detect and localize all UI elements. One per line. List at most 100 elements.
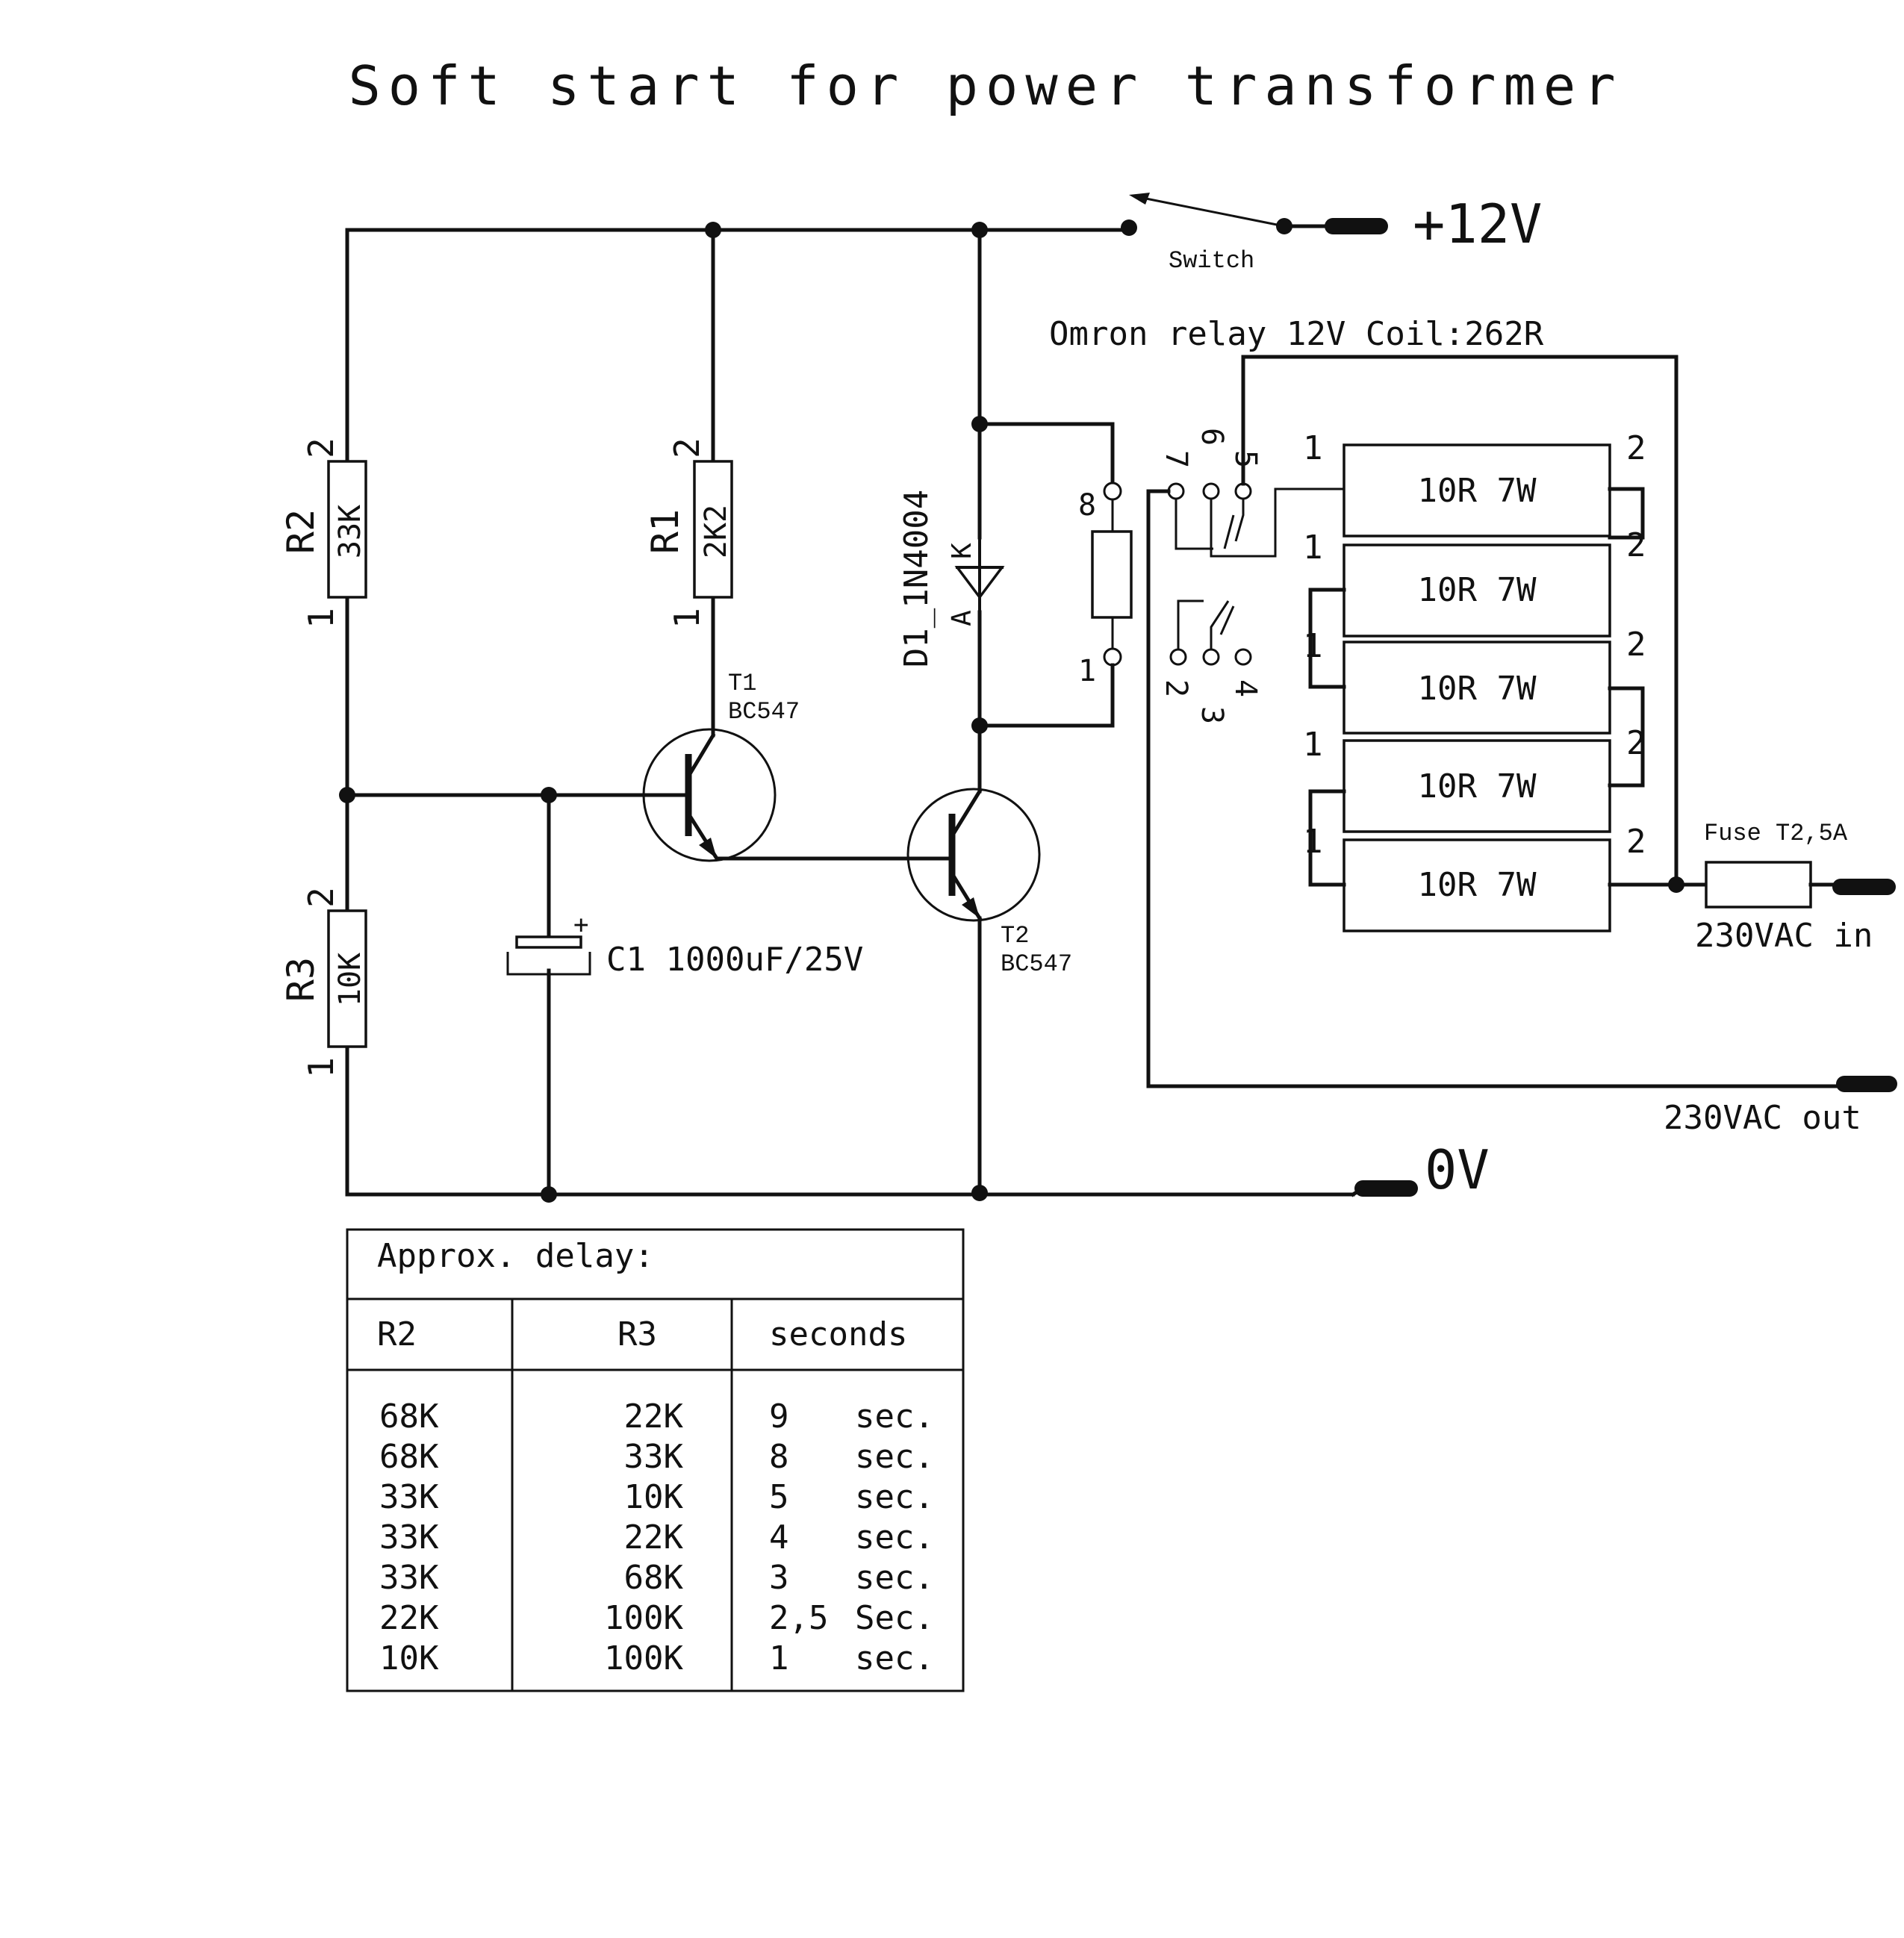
relay-pin7: 7 [1159, 450, 1193, 468]
power-resistor-5-value: 10R 7W [1418, 866, 1537, 904]
diode-anode-label: A [947, 610, 977, 626]
delay-table-cell: 4 [769, 1518, 789, 1557]
delay-table-cell: 22K [624, 1398, 684, 1436]
r3-value: 10K [333, 953, 367, 1006]
power-resistor-2-value: 10R 7W [1418, 571, 1537, 609]
t1-ref: T1 [728, 670, 756, 697]
delay-table-cell: 8 [769, 1438, 789, 1476]
delay-table-cell: 2,5 [769, 1599, 828, 1637]
delay-table-cell: 100K [604, 1639, 683, 1677]
r3-pin2: 2 [301, 887, 341, 908]
delay-table-cell: 68K [624, 1559, 684, 1597]
relay-contacts: 7 6 5 2 3 4 [1146, 355, 1847, 1088]
delay-table-cell: sec. [855, 1478, 934, 1516]
pr1-pin2: 2 [1626, 429, 1646, 467]
r3-ref: R3 [279, 957, 323, 1002]
resistor-r1: 2K2 R1 2 1 [644, 437, 733, 629]
t1-type: BC547 [728, 698, 800, 726]
relay-label: Omron relay 12V Coil:262R [1049, 315, 1544, 353]
r1-ref: R1 [644, 509, 687, 554]
supply-ground-label: 0V [1425, 1138, 1490, 1201]
pr2-pin1: 1 [1303, 529, 1323, 567]
delay-table-cell: sec. [855, 1639, 934, 1677]
relay-pin4: 4 [1228, 679, 1263, 697]
r3-pin1: 1 [301, 1057, 341, 1078]
relay-pin5: 5 [1228, 450, 1263, 468]
relay-pin8: 8 [1078, 488, 1096, 523]
delay-table-cell: Sec. [855, 1599, 934, 1637]
pr1-pin1: 1 [1303, 429, 1323, 467]
relay-coil: 8 1 [977, 422, 1133, 728]
pr4-pin1: 1 [1303, 726, 1323, 764]
power-resistor-1-value: 10R 7W [1418, 472, 1537, 510]
relay-pin2: 2 [1159, 679, 1193, 697]
fuse: Fuse T2,5A [1704, 820, 1848, 909]
fuse-label: Fuse T2,5A [1704, 820, 1848, 847]
pr5-pin1: 1 [1303, 823, 1323, 861]
delay-table-header-seconds: seconds [769, 1315, 907, 1353]
c1-polarity: + [573, 910, 588, 940]
delay-table-cell: 68K [379, 1438, 439, 1476]
pr5-pin2: 2 [1626, 823, 1646, 861]
r2-ref: R2 [279, 509, 323, 554]
delay-table-header-r3: R3 [617, 1315, 657, 1353]
delay-table-cell: 10K [379, 1639, 439, 1677]
delay-table-cell: 3 [769, 1559, 789, 1597]
delay-table-cell: 68K [379, 1398, 439, 1436]
power-resistor-4-value: 10R 7W [1418, 767, 1537, 806]
power-resistor-4 [1343, 739, 1611, 833]
delay-table-title: Approx. delay: [377, 1237, 654, 1275]
delay-table-cell: sec. [855, 1518, 934, 1557]
ac-out-label: 230VAC out [1664, 1099, 1861, 1137]
c1-label: C1 1000uF/25V [606, 941, 863, 979]
r1-pin1: 1 [667, 608, 707, 629]
diode-d1: K A D1_1N4004 [897, 490, 1005, 667]
pr3-pin2: 2 [1626, 626, 1646, 664]
power-resistor-bank: 10R 7W 10R 7W 10R 7W 10R 7W 10R 7W 1 2 1… [1303, 429, 1708, 932]
ac-in-label: 230VAC in [1695, 917, 1873, 955]
t2-ref: T2 [1001, 922, 1029, 950]
delay-table-cell: 22K [379, 1599, 439, 1637]
delay-table-cell: 33K [624, 1438, 684, 1476]
delay-table-cell: 33K [379, 1559, 439, 1597]
power-resistor-1 [1343, 443, 1611, 538]
r2-pin2: 2 [301, 437, 341, 458]
delay-table-cell: sec. [855, 1438, 934, 1476]
resistor-r3: 10K R3 2 1 [279, 887, 367, 1078]
supply-positive-label: +12V [1413, 193, 1542, 255]
resistor-r2: 33K R2 2 1 [279, 437, 367, 629]
relay-pin1: 1 [1078, 654, 1096, 688]
delay-table-cell: 33K [379, 1478, 439, 1516]
delay-table: Approx. delay: R2 R3 seconds 68K 22K 9 sec.… [346, 1228, 965, 1692]
delay-table-cell: 100K [604, 1599, 683, 1637]
r2-value: 33K [333, 505, 367, 558]
delay-table-cell: 1 [769, 1639, 789, 1677]
relay-pin6: 6 [1195, 428, 1229, 446]
power-switch: Switch [1129, 193, 1388, 275]
delay-table-cell: sec. [855, 1559, 934, 1597]
t2-type: BC547 [1001, 950, 1072, 978]
r2-pin1: 1 [301, 608, 341, 629]
pr3-pin1: 1 [1303, 627, 1323, 665]
delay-table-cell: 10K [624, 1478, 684, 1516]
transistor-t1: T1 BC547 [642, 670, 912, 862]
delay-table-cell: sec. [855, 1398, 934, 1436]
delay-table-cell: 5 [769, 1478, 789, 1516]
power-resistor-2 [1343, 543, 1611, 638]
delay-table-header-r2: R2 [377, 1315, 417, 1353]
diagram-title: Soft start for power transformer [348, 54, 1623, 117]
transistor-t2: T2 BC547 [906, 788, 1072, 1197]
diode-cathode-label: K [947, 543, 977, 559]
diode-label: D1_1N4004 [897, 490, 936, 667]
r1-value: 2K2 [699, 505, 733, 558]
capacitor-c1: + C1 1000uF/25V [506, 793, 863, 1197]
power-resistor-3-value: 10R 7W [1418, 670, 1537, 708]
delay-table-cell: 33K [379, 1518, 439, 1557]
rail-0v [345, 1044, 1355, 1197]
delay-table-cell: 9 [769, 1398, 789, 1436]
r1-pin2: 2 [667, 437, 707, 458]
switch-label: Switch [1169, 247, 1254, 275]
relay-pin3: 3 [1195, 706, 1229, 724]
